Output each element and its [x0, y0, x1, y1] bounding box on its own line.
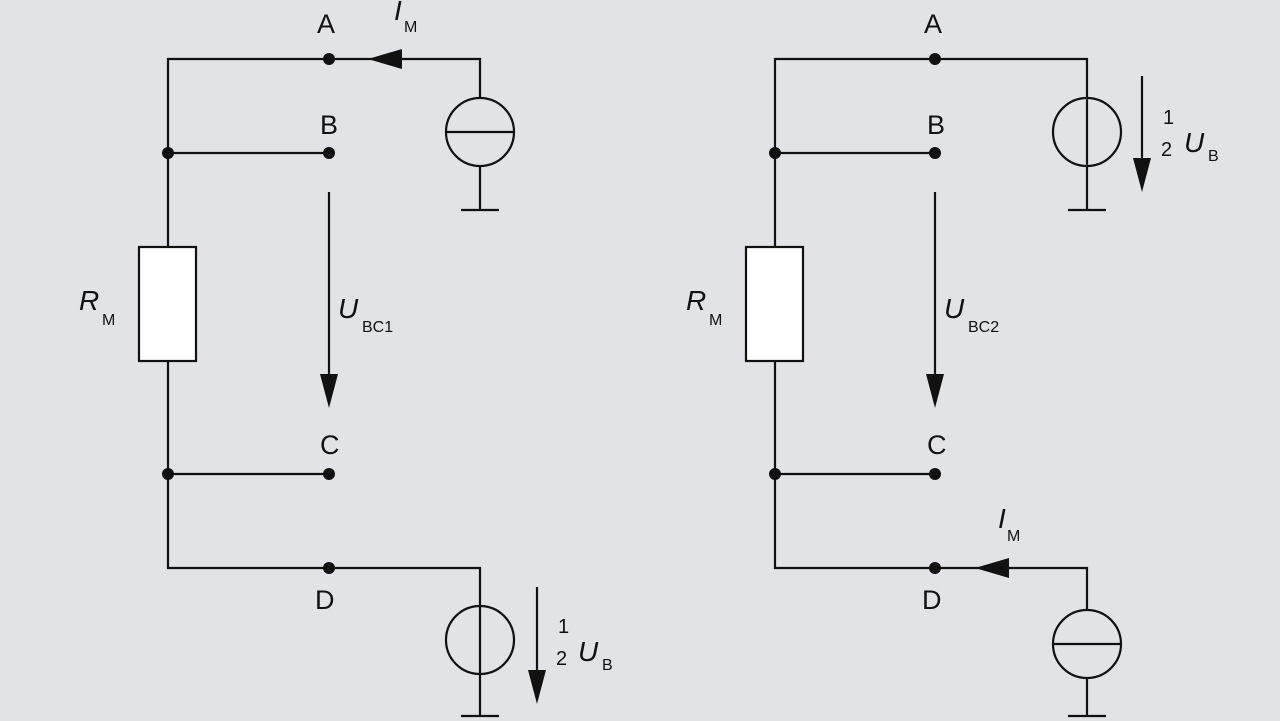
left-node-b-dot: [323, 147, 335, 159]
right-source2-lead: [1068, 678, 1106, 718]
left-source-voltage-numerator: 1: [558, 616, 569, 638]
right-junction-c: [769, 468, 781, 480]
left-source-voltage-subscript: B: [602, 657, 613, 674]
left-node-d-label: D: [315, 585, 335, 615]
left-voltage-symbol: U: [338, 293, 359, 324]
right-current-source: [1051, 608, 1123, 680]
right-source-voltage-symbol: U: [1184, 127, 1205, 158]
left-source1-lead: [461, 166, 499, 212]
left-current-arrow: [368, 49, 402, 69]
right-node-a-label: A: [924, 9, 942, 39]
left-node-b-label: B: [320, 110, 338, 140]
left-current-subscript: M: [404, 19, 417, 36]
right-node-a-dot: [929, 53, 941, 65]
left-resistor-subscript: M: [102, 312, 115, 329]
right-current-subscript: M: [1007, 528, 1020, 545]
right-source-voltage-denominator: 2: [1161, 139, 1172, 161]
right-voltage-arrow-head: [926, 374, 944, 408]
left-node-c-label: C: [320, 430, 340, 460]
left-current-symbol: I: [394, 0, 402, 26]
right-voltage-symbol: U: [944, 293, 965, 324]
left-voltage-subscript: BC1: [362, 319, 393, 336]
right-resistor-symbol: R: [686, 285, 706, 316]
right-node-b-label: B: [927, 110, 945, 140]
left-voltage-source: [444, 604, 516, 676]
left-voltage-arrow-head: [320, 374, 338, 408]
left-node-a-dot: [323, 53, 335, 65]
right-circuit: A B C D 1 2 U B R M U BC2 I M: [686, 9, 1219, 718]
left-source-voltage-denominator: 2: [556, 648, 567, 670]
left-node-a-label: A: [317, 9, 335, 39]
right-source-voltage-numerator: 1: [1163, 107, 1174, 129]
right-voltage-source: [1051, 96, 1123, 168]
right-voltage-subscript: BC2: [968, 319, 999, 336]
left-source-voltage-symbol: U: [578, 636, 599, 667]
right-node-c-label: C: [927, 430, 947, 460]
left-junction-c: [162, 468, 174, 480]
left-node-c-dot: [323, 468, 335, 480]
right-source-voltage-arrow-head: [1133, 158, 1151, 192]
right-source1-lead: [1068, 166, 1106, 212]
right-node-c-dot: [929, 468, 941, 480]
right-source-voltage-subscript: B: [1208, 148, 1219, 165]
right-wire-bottom: [773, 361, 1089, 610]
right-junction-b: [769, 147, 781, 159]
left-current-source: [444, 96, 516, 168]
right-node-d-label: D: [922, 585, 942, 615]
right-node-d-dot: [929, 562, 941, 574]
left-node-d-dot: [323, 562, 335, 574]
left-junction-b: [162, 147, 174, 159]
left-circuit: A B C D I M R M U BC1 1 2 U B: [79, 0, 613, 718]
right-current-arrow: [975, 558, 1009, 578]
left-source2-lead: [461, 674, 499, 718]
right-resistor-subscript: M: [709, 312, 722, 329]
left-resistor-symbol: R: [79, 285, 99, 316]
right-resistor: [744, 245, 805, 363]
right-node-b-dot: [929, 147, 941, 159]
right-current-symbol: I: [998, 503, 1006, 534]
left-resistor: [137, 245, 198, 363]
left-source-voltage-arrow-head: [528, 670, 546, 704]
